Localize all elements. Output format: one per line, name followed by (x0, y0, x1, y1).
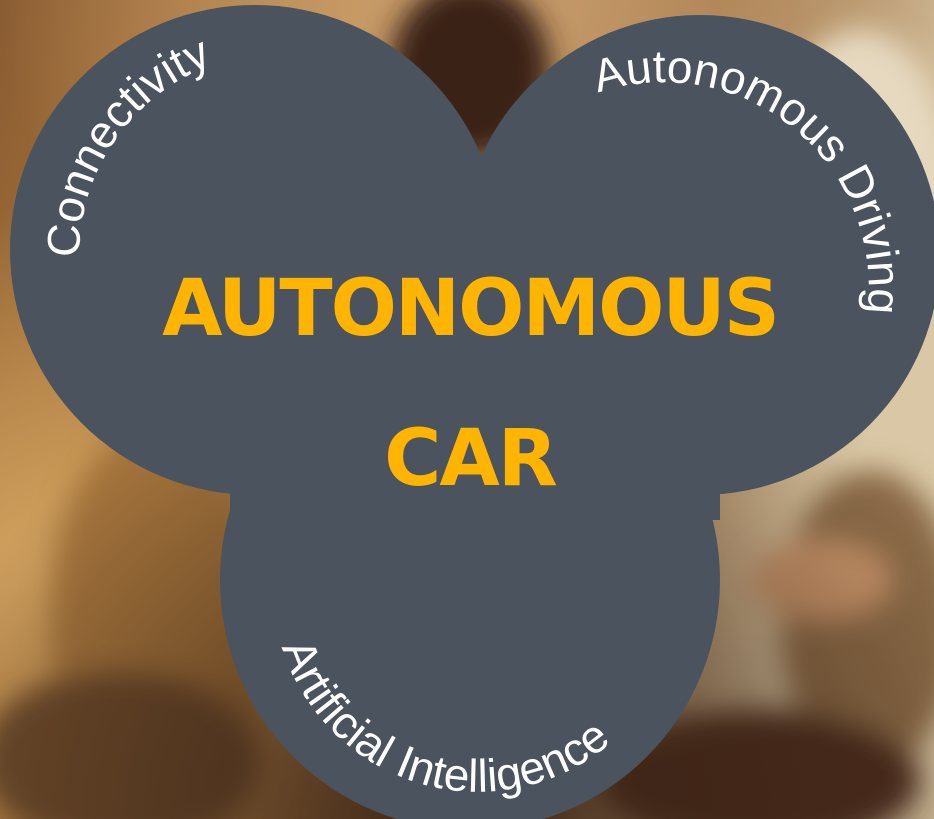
center-title-line1: AUTONOMOUS (162, 264, 778, 354)
center-title-line2: CAR (384, 414, 557, 504)
circle-center-overlap (230, 180, 720, 520)
